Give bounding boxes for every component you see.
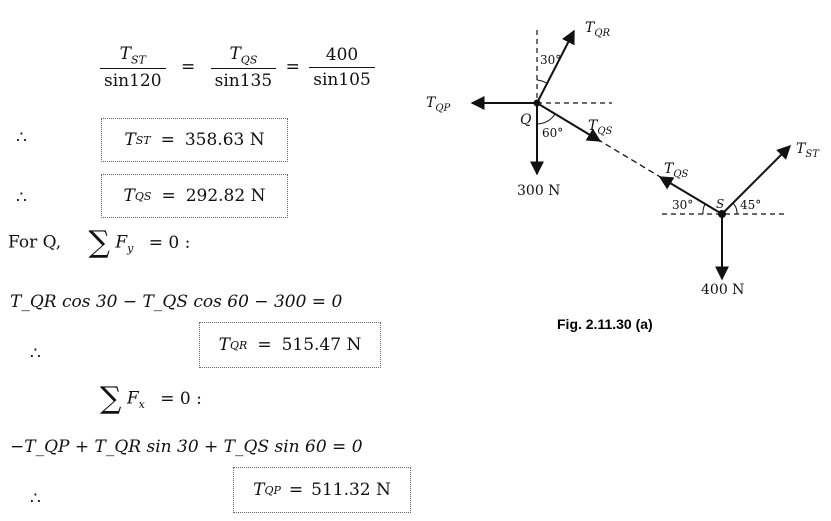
equation-fx: −T_QP + T_QR sin 30 + T_QS sin 60 = 0 <box>10 437 363 457</box>
equation-fy: T_QR cos 30 − T_QS cos 60 − 300 = 0 <box>10 292 343 312</box>
label-node-q: Q <box>520 112 532 128</box>
label-300n: 300 N <box>517 183 560 199</box>
fraction-400: 400 sin105 <box>309 45 375 90</box>
therefore-2: ∴ <box>16 188 27 208</box>
arrow-tqs-at-s <box>658 176 723 215</box>
label-tst: TST <box>796 141 820 160</box>
label-400n: 400 N <box>701 282 744 298</box>
label-angle-30-s: 30° <box>672 198 693 212</box>
label-tqp: TQP <box>426 95 451 114</box>
therefore-3: ∴ <box>30 344 41 364</box>
sum-fx-line: ∑ Fx = 0 : <box>100 381 202 416</box>
node-q-dot <box>533 99 541 107</box>
label-tqs-s: TQS <box>664 161 689 180</box>
label-tqr: TQR <box>585 20 611 39</box>
arc-45-s <box>732 202 738 215</box>
therefore-4: ∴ <box>30 489 41 509</box>
label-angle-45: 45° <box>740 198 761 212</box>
therefore-1: ∴ <box>16 128 27 148</box>
arrow-tqr <box>536 29 575 104</box>
arrow-tqs-at-q <box>536 102 602 142</box>
label-node-s: S <box>716 197 724 211</box>
arc-60-q <box>536 113 556 125</box>
arrow-tst <box>721 145 791 215</box>
arc-30-q <box>536 79 549 85</box>
for-q-line: For Q, ∑ Fy = 0 : <box>8 225 191 260</box>
label-tqs-q: TQS <box>588 118 613 137</box>
label-angle-60: 60° <box>542 126 563 140</box>
figure-caption: Fig. 2.11.30 (a) <box>557 316 653 332</box>
node-s-dot <box>718 210 726 218</box>
free-body-diagram: TQR TQP TQS TQS TST Q S 30° 60° 30° 45° … <box>426 20 820 332</box>
label-angle-30-top: 30° <box>540 53 561 67</box>
fraction-tqs: TQS sin135 <box>210 44 277 91</box>
equation-ratio: TST sin120 = TQS sin135 = 400 sin105 <box>100 44 375 91</box>
fraction-tst: TST sin120 <box>100 44 166 91</box>
arc-30-s <box>702 203 706 215</box>
